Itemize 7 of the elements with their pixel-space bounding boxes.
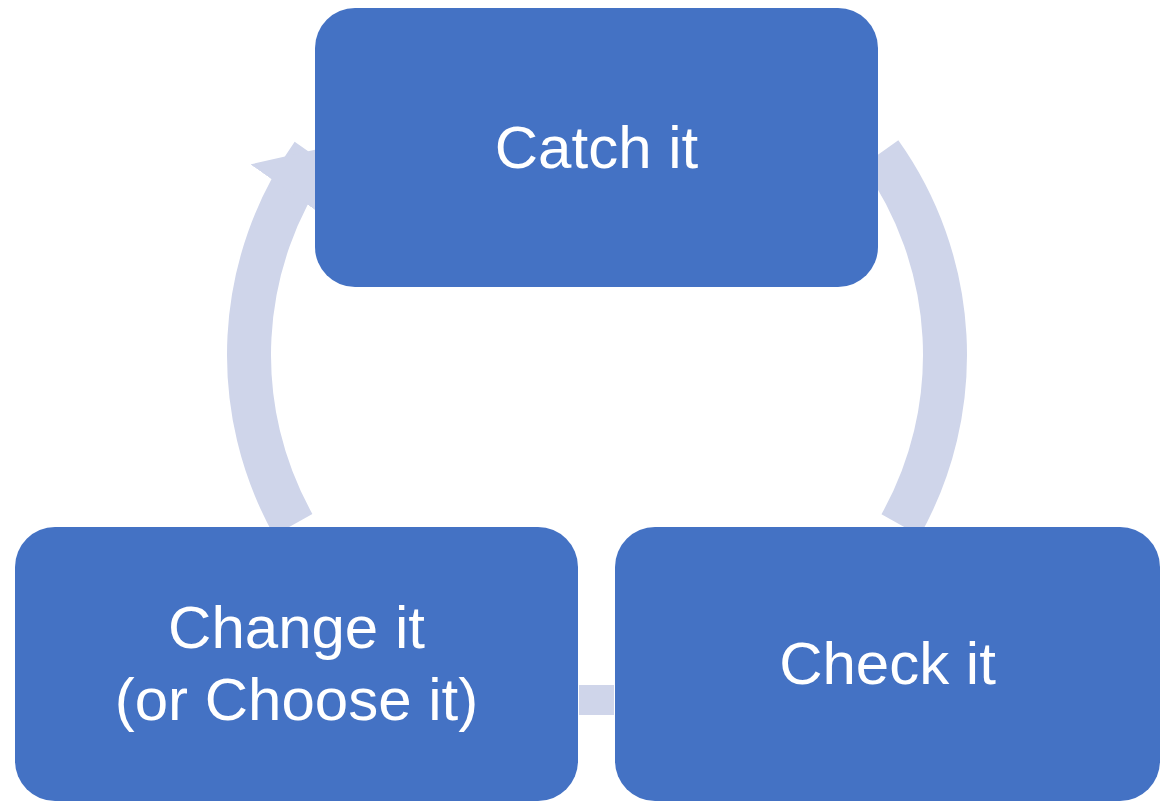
box-label: Check it [779,629,996,699]
box-label: Change it [168,593,425,663]
box-label: Catch it [494,112,699,183]
box-label: (or Choose it) [114,665,479,735]
process-box [315,8,878,287]
process-box [15,527,578,801]
process-box [615,527,1160,801]
